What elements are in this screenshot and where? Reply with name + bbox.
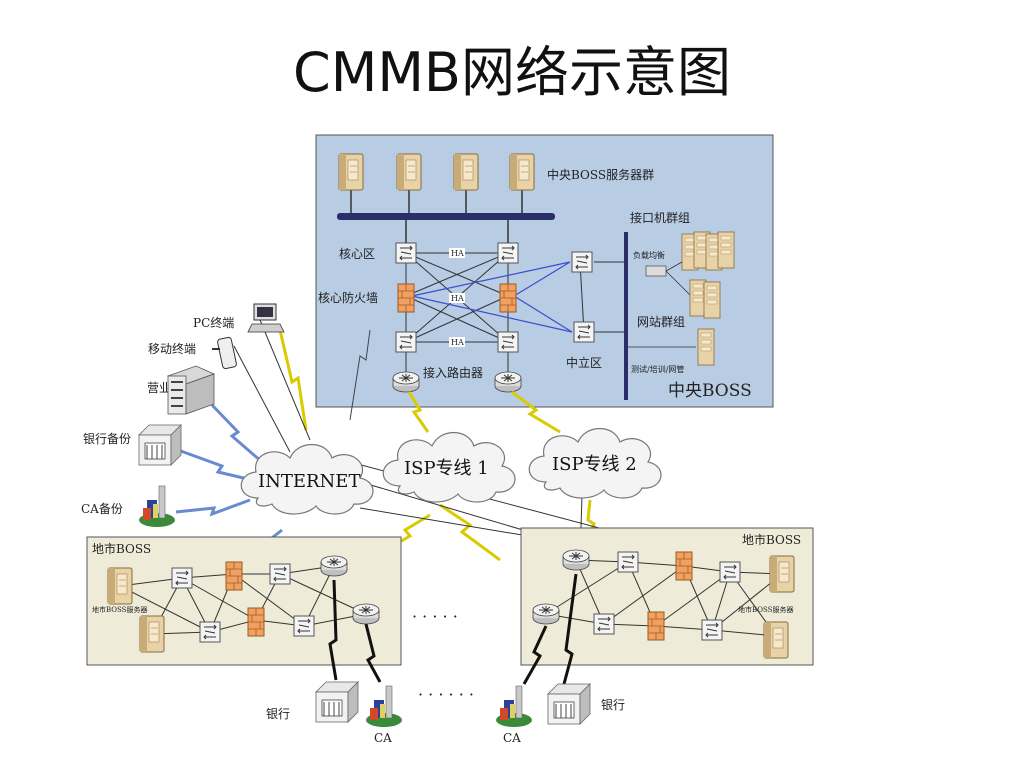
central-server-4 — [509, 153, 535, 191]
local-left-switch-2 — [199, 621, 221, 643]
central-server-1 — [338, 153, 364, 191]
central-server-group-label: 中央BOSS服务器群 — [547, 167, 654, 182]
local-boss-left-region — [86, 536, 402, 666]
pc-terminal-icon — [247, 303, 285, 333]
local-right-firewall-2 — [647, 611, 665, 641]
test-cabinet — [697, 328, 715, 366]
access-router-right — [494, 371, 522, 393]
bottom-dots: · · · · · · — [418, 685, 474, 704]
core-firewall-right — [499, 283, 517, 313]
mobile-terminal-icon — [212, 336, 237, 370]
local-left-switch-4 — [293, 615, 315, 637]
local-left-server-2 — [139, 615, 165, 653]
local-boss-right-label: 地市BOSS — [742, 532, 801, 547]
bank-left-icon — [315, 681, 359, 723]
central-bus-bar — [337, 213, 555, 220]
local-left-router-1 — [320, 555, 348, 577]
core-switch-left — [395, 242, 417, 264]
neutral-zone-label: 中立区 — [566, 355, 602, 370]
mobile-terminal-label: 移动终端 — [148, 341, 196, 356]
isp2-label: ISP专线 2 — [552, 454, 637, 475]
core-lower-switch-left — [395, 331, 417, 353]
web-cabinet-1 — [689, 279, 707, 317]
bank-right-icon — [547, 683, 591, 725]
core-switch-right — [497, 242, 519, 264]
local-boss-left-label: 地市BOSS — [92, 541, 151, 556]
internet-label: INTERNET — [258, 471, 360, 492]
test-label: 测试/培训/网管 — [631, 364, 684, 374]
local-right-server-label: 地市BOSS服务器 — [738, 605, 793, 614]
interface-cabinet-4 — [717, 231, 735, 269]
central-server-2 — [396, 153, 422, 191]
isp1-label: ISP专线 1 — [404, 458, 489, 479]
local-right-router-1 — [562, 549, 590, 571]
core-zone-label: 核心区 — [339, 247, 375, 261]
local-right-router-2 — [532, 603, 560, 625]
ca-left-label: CA — [374, 731, 392, 745]
web-group-label: 网站群组 — [637, 315, 685, 329]
central-boss-region-label: 中央BOSS — [668, 381, 752, 401]
load-balance-label: 负载均衡 — [633, 250, 665, 260]
load-balancer-device — [645, 265, 667, 277]
access-router-left — [392, 371, 420, 393]
dmz-switch-top — [571, 251, 593, 273]
ca-right-label: CA — [503, 731, 521, 745]
ca-left-icon — [365, 685, 403, 728]
wireless-links — [278, 329, 596, 572]
dmz-switch-bottom — [573, 321, 595, 343]
central-dmz-links — [411, 261, 573, 333]
pc-terminal-label: PC终端 — [193, 315, 234, 330]
core-firewall-label: 核心防火墙 — [318, 290, 378, 305]
bottom-links — [328, 573, 578, 685]
local-left-switch-1 — [171, 567, 193, 589]
access-router-label: 接入路由器 — [423, 365, 483, 380]
local-dots-mid: · · · · · — [412, 607, 458, 626]
local-right-switch-3 — [719, 561, 741, 583]
ca-backup-label: CA备份 — [81, 502, 123, 516]
central-server-3 — [453, 153, 479, 191]
bank-backup-label: 银行备份 — [83, 432, 131, 446]
ha-lower-label: HA — [451, 338, 464, 347]
local-right-firewall-1 — [675, 551, 693, 581]
local-right-switch-1 — [617, 551, 639, 573]
core-lower-switch-right — [497, 331, 519, 353]
interface-group-label: 接口机群组 — [630, 210, 690, 225]
local-left-firewall-2 — [247, 607, 265, 637]
ha-core-label: HA — [451, 249, 464, 258]
business-hall-icon — [166, 365, 216, 415]
bank-left-label: 银行 — [266, 707, 290, 721]
central-boss-region — [315, 134, 774, 408]
local-left-switch-3 — [269, 563, 291, 585]
local-left-router-2 — [352, 603, 380, 625]
ca-backup-icon — [138, 485, 176, 528]
bank-backup-icon — [138, 424, 182, 466]
interface-bus — [624, 232, 628, 400]
slide-title: CMMB网络示意图 — [293, 41, 731, 104]
local-right-switch-2 — [593, 613, 615, 635]
ha-firewall-label: HA — [451, 294, 464, 303]
web-cabinet-2 — [703, 281, 721, 319]
local-left-firewall-1 — [225, 561, 243, 591]
local-right-server-2 — [763, 621, 789, 659]
local-right-server-1 — [769, 555, 795, 593]
local-right-switch-4 — [701, 619, 723, 641]
local-left-server-label: 地市BOSS服务器 — [92, 605, 147, 614]
ca-right-icon — [495, 685, 533, 728]
core-firewall-left — [397, 283, 415, 313]
bank-right-label: 银行 — [601, 698, 625, 712]
local-left-server-1 — [107, 567, 133, 605]
